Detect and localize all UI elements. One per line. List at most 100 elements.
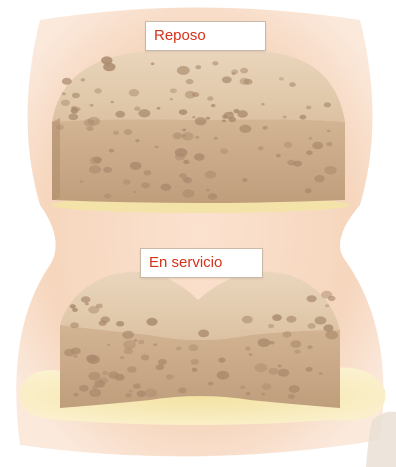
- sponge-pore: [234, 109, 240, 113]
- sponge-pore: [195, 136, 199, 139]
- sponge-pore: [194, 153, 205, 161]
- sponge-pore: [173, 133, 183, 140]
- sponge-pore: [141, 182, 150, 188]
- sponge-pore: [255, 363, 268, 372]
- label-in-service: En servicio: [140, 248, 263, 278]
- sponge-pore: [183, 160, 189, 164]
- sponge-pore: [232, 72, 236, 75]
- sponge-pore: [207, 96, 213, 101]
- sponge-pore: [141, 355, 149, 361]
- sponge-pore: [198, 330, 209, 338]
- sponge-pore: [315, 316, 327, 324]
- sponge-pore: [208, 193, 217, 200]
- sponge-pore: [268, 324, 274, 328]
- sponge-pore: [279, 77, 284, 80]
- sponge-pore: [80, 180, 84, 183]
- sponge-pore: [155, 146, 159, 149]
- sponge-pore: [81, 296, 90, 303]
- sponge-pore: [182, 177, 189, 182]
- sponge-pore: [108, 371, 119, 378]
- sponge-pore: [319, 372, 323, 375]
- sponge-pore: [195, 117, 207, 125]
- sponge-pore: [72, 308, 78, 312]
- sponge-pore: [135, 139, 139, 142]
- sponge-pore: [90, 104, 94, 107]
- sponge-pore: [189, 344, 199, 351]
- sponge-pore: [86, 355, 97, 363]
- sponge-pore: [218, 358, 225, 363]
- sponge-pore: [314, 175, 324, 182]
- sponge-pore: [70, 322, 79, 328]
- sponge-pore: [229, 112, 233, 115]
- sponge-pore: [86, 126, 93, 131]
- sponge-pore: [282, 331, 291, 337]
- sponge-pore: [212, 61, 218, 65]
- sponge-pore: [62, 92, 66, 95]
- sponge-pore: [81, 78, 85, 81]
- sponge-pore: [211, 104, 216, 107]
- sponge-pore: [129, 390, 133, 393]
- sponge-pore: [68, 114, 78, 121]
- sponge-pore: [324, 102, 331, 107]
- sponge-pore: [84, 119, 95, 126]
- sponge-pore: [73, 393, 78, 397]
- sponge-pore: [240, 78, 250, 85]
- sponge-pore: [70, 304, 76, 308]
- sponge-pore: [107, 344, 110, 346]
- sponge-pore: [324, 166, 336, 175]
- sponge-pore: [145, 389, 157, 398]
- sponge-pore: [101, 56, 112, 64]
- sponge-pore: [158, 359, 167, 365]
- sponge-pore: [88, 372, 100, 381]
- sponge-pore: [323, 324, 333, 331]
- sponge-pore: [156, 364, 165, 370]
- sponge-pore: [220, 148, 228, 154]
- sponge-pore: [93, 157, 102, 163]
- sponge-pore: [109, 149, 114, 153]
- sponge-pore: [192, 368, 198, 372]
- sponge-pore: [262, 383, 272, 390]
- sponge-pore: [79, 385, 89, 392]
- sponge-pore: [192, 116, 195, 118]
- sponge-pore: [89, 389, 101, 397]
- sponge-pore: [276, 154, 281, 158]
- sponge-pore: [278, 369, 289, 377]
- sponge-pore: [125, 393, 132, 398]
- sponge-pore: [99, 377, 109, 384]
- sponge-rest: [50, 49, 350, 213]
- sponge-pore: [111, 101, 114, 103]
- sponge-pore: [130, 162, 142, 170]
- sponge-pore: [113, 131, 119, 135]
- sponge-pore: [325, 331, 338, 340]
- sponge-pore: [122, 331, 134, 339]
- sponge-pore: [240, 68, 248, 74]
- sponge-pore: [124, 129, 133, 135]
- sponge-pore: [242, 178, 247, 182]
- sponge-pore: [326, 142, 332, 146]
- sponge-pore: [157, 107, 161, 110]
- sponge-pore: [103, 167, 112, 173]
- sponge-pore: [89, 165, 101, 173]
- sponge-pore: [182, 129, 186, 132]
- sponge-pore: [73, 355, 77, 358]
- sponge-pore: [306, 150, 313, 155]
- sponge-pore: [293, 161, 302, 167]
- sponge-pore: [258, 146, 264, 150]
- sponge-pore: [205, 171, 216, 179]
- sponge-pore: [183, 189, 195, 197]
- sponge-pore: [92, 385, 97, 389]
- sponge-pore: [177, 66, 190, 75]
- sponge-pore: [134, 107, 140, 111]
- sponge-pore: [104, 193, 111, 198]
- sponge-pore: [129, 89, 139, 96]
- sponge-pore: [120, 356, 124, 359]
- sponge-pore: [183, 135, 186, 137]
- sponge-pore: [261, 103, 264, 105]
- sponge-pore: [217, 371, 230, 380]
- sponge-pore: [64, 349, 75, 356]
- sponge-pore: [300, 115, 307, 120]
- sponge-pore: [137, 391, 146, 398]
- sponge-pore: [239, 125, 251, 133]
